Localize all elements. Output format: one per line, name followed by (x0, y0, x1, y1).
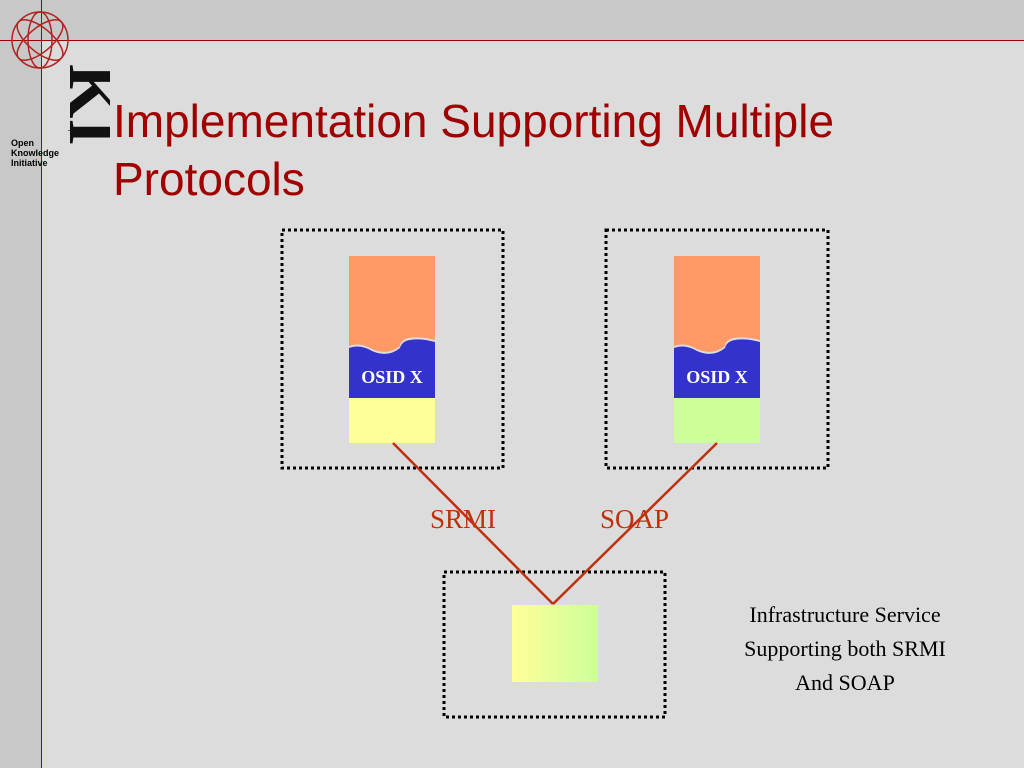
soap-label: SOAP (600, 504, 670, 534)
left-component-box (280, 228, 505, 470)
title-line-2: Protocols (113, 153, 305, 205)
logo-text: Open Knowledge Initiative (11, 138, 59, 168)
right-osid-block (674, 339, 760, 398)
right-impl-block (674, 398, 760, 443)
caption-line-1: Infrastructure Service (749, 602, 941, 627)
logo-line-3: Initiative (11, 158, 48, 168)
slide-title: Implementation Supporting Multiple Proto… (113, 92, 993, 208)
globe-icon (11, 11, 69, 69)
left-osid-label: OSID X (361, 367, 423, 387)
caption-line-3: And SOAP (795, 670, 895, 695)
left-strip (0, 0, 41, 768)
srmi-label: SRMI (430, 504, 497, 534)
left-orange-block (349, 256, 435, 352)
service-caption: Infrastructure Service Supporting both S… (700, 598, 990, 700)
caption-line-2: Supporting both SRMI (744, 636, 946, 661)
left-osid-block (349, 339, 435, 398)
logo-trademark: TM (68, 129, 80, 138)
oki-logo: KI TM (11, 11, 110, 146)
right-orange-block (674, 256, 760, 352)
soap-connector (552, 442, 718, 605)
logo-letters: KI (54, 64, 110, 146)
logo-line-1: Open (11, 138, 35, 148)
service-block (512, 605, 598, 682)
service-box (442, 570, 667, 719)
top-strip (41, 0, 1024, 40)
vertical-rule (41, 0, 42, 768)
right-osid-label: OSID X (686, 367, 748, 387)
left-impl-block (349, 398, 435, 443)
srmi-connector (392, 442, 554, 605)
horizontal-rule (0, 40, 1024, 41)
right-component-box (604, 228, 830, 470)
logo-line-2: Knowledge (11, 148, 60, 158)
title-line-1: Implementation Supporting Multiple (113, 95, 835, 147)
